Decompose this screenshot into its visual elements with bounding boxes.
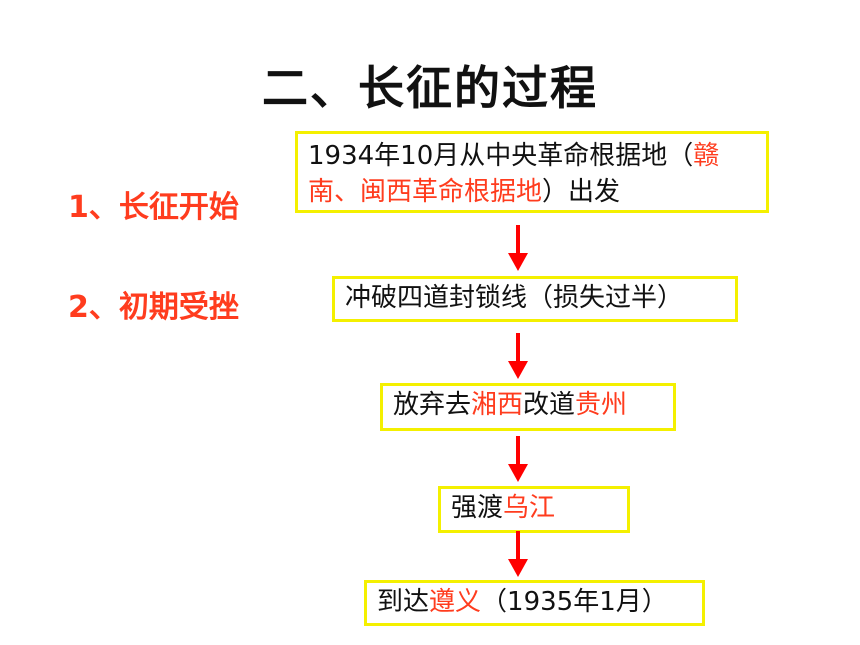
arrow-down-icon: [508, 333, 528, 379]
label-early: 2、初期受挫: [68, 290, 239, 325]
zunyi-text-a: 到达: [377, 587, 430, 617]
arrow-down-icon: [508, 531, 528, 577]
zunyi-text-c: （1935年1月）: [481, 587, 668, 617]
wujiang-text-a: 强渡: [451, 493, 504, 523]
guizhou-text-c: 改道: [523, 390, 576, 420]
guizhou-highlight-xiangxi: 湘西: [471, 390, 524, 420]
page-title: 二、长征的过程: [262, 61, 598, 115]
arrow-down-icon: [508, 225, 528, 271]
zunyi-highlight: 遵义: [429, 587, 482, 617]
flow-box-wujiang: 强渡乌江: [438, 486, 630, 533]
arrow-down-icon: [508, 436, 528, 482]
departure-text-1: 1934年10月从中央革命根据地（: [308, 141, 694, 171]
flow-box-zunyi: 到达遵义（1935年1月）: [364, 580, 705, 626]
guizhou-highlight-guizhou: 贵州: [575, 390, 628, 420]
blockade-text: 冲破四道封锁线（损失过半）: [345, 283, 684, 313]
flow-box-blockade: 冲破四道封锁线（损失过半）: [332, 276, 738, 322]
guizhou-text-a: 放弃去: [393, 390, 472, 420]
wujiang-highlight: 乌江: [503, 493, 556, 523]
departure-highlight-1: 赣: [693, 141, 720, 171]
label-start: 1、长征开始: [68, 190, 239, 225]
departure-text-2: ）出发: [542, 177, 621, 207]
flow-box-departure: 1934年10月从中央革命根据地（赣 南、闽西革命根据地）出发: [295, 131, 769, 213]
flow-box-guizhou: 放弃去湘西改道贵州: [380, 383, 676, 431]
departure-highlight-2: 南、闽西革命根据地: [308, 177, 543, 207]
